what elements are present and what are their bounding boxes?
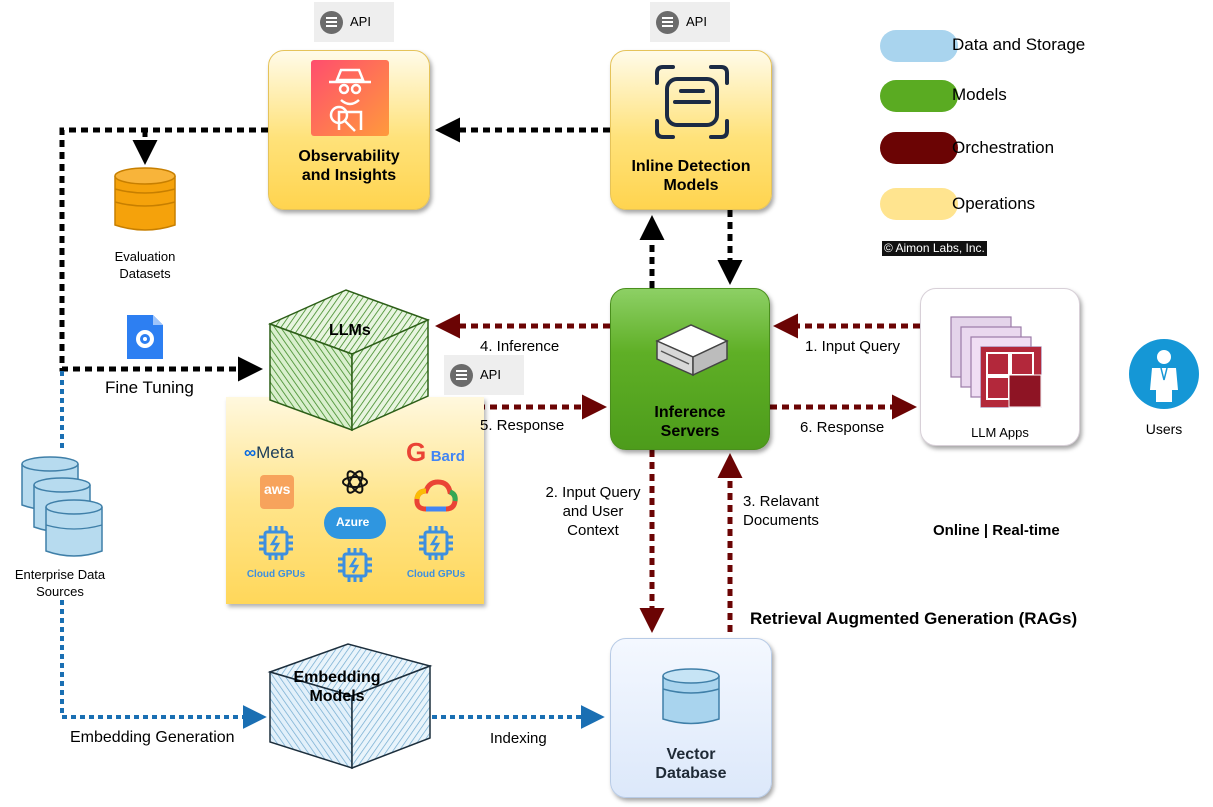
- users-label: Users: [1145, 421, 1183, 437]
- llm-providers-panel: ∞Meta aws G Bard Azure Cloud GPUs: [226, 397, 484, 604]
- observability-title: Observability and Insights: [298, 148, 400, 184]
- inline-detection-card[interactable]: Inline Detection Models: [610, 50, 772, 210]
- edge-label-indexing: Indexing: [490, 730, 547, 747]
- google-bard-logo: G Bard: [406, 437, 465, 467]
- api-icon: [450, 364, 473, 387]
- evaluation-datasets-label: Evaluation Datasets: [114, 249, 176, 281]
- cloud-gpus-label: Cloud GPUs: [406, 569, 466, 580]
- edge-label-input-query: 1. Input Query: [805, 338, 901, 355]
- inline-detection-title: Inline Detection Models: [631, 158, 751, 194]
- legend-label-models: Models: [952, 85, 1007, 104]
- cloud-gpus-label: Cloud GPUs: [246, 569, 306, 580]
- inference-servers-title: Inference Servers: [654, 404, 726, 440]
- api-icon: [320, 11, 343, 34]
- api-badge-observability: API: [314, 2, 394, 42]
- api-label: API: [480, 367, 501, 382]
- database-icon: [662, 668, 720, 725]
- enterprise-sources-label: Enterprise Data Sources: [14, 567, 106, 599]
- azure-cloud: Azure: [324, 507, 386, 539]
- rag-label: Retrieval Augmented Generation (RAGs): [750, 609, 1078, 628]
- legend-label-orchestration: Orchestration: [952, 138, 1055, 157]
- vector-database-title: Vector Database: [655, 746, 727, 782]
- google-g-icon: G: [406, 437, 427, 467]
- scan-icon: [655, 65, 729, 139]
- edge-label-response-6: 6. Response: [800, 419, 885, 436]
- llm-apps-card[interactable]: LLM Apps: [920, 288, 1080, 446]
- vector-database-card[interactable]: Vector Database: [610, 638, 772, 798]
- edge-label-embedding-generation: Embedding Generation: [70, 729, 235, 746]
- embedding-models-cube[interactable]: [264, 638, 436, 772]
- observability-icon: [311, 60, 389, 136]
- observability-card[interactable]: Observability and Insights: [268, 50, 430, 210]
- document-gear-icon: [127, 315, 163, 359]
- legend-swatch-operations: [880, 188, 958, 220]
- api-label: API: [686, 14, 707, 29]
- edge-label-inference: 4. Inference: [480, 338, 560, 355]
- copyright-label: © Aimon Labs, Inc.: [882, 241, 987, 256]
- legend-swatch-data-storage: [880, 30, 958, 62]
- api-badge-detection: API: [650, 2, 730, 42]
- gpu-chip-icon: [338, 548, 372, 582]
- llm-apps-title: LLM Apps: [971, 425, 1029, 440]
- legend-label-operations: Operations: [952, 194, 1036, 213]
- llms-cube[interactable]: [262, 284, 434, 434]
- gpu-chip-icon: [259, 526, 293, 560]
- legend-swatch-orchestration: [880, 132, 958, 164]
- edge-embedding-generation: [60, 600, 267, 729]
- api-label: API: [350, 14, 371, 29]
- fine-tuning-label: Fine Tuning: [105, 378, 194, 397]
- edge-label-relevant-docs: 3. Relavant Documents: [743, 493, 819, 529]
- app-stack-icon: [950, 316, 1042, 408]
- openai-icon: [342, 470, 368, 494]
- edge-label-response-5: 5. Response: [480, 417, 565, 434]
- legend-swatch-models: [880, 80, 958, 112]
- google-cloud-icon: [414, 479, 458, 512]
- api-badge-llms: API: [444, 355, 524, 395]
- inference-servers-card[interactable]: Inference Servers: [610, 288, 770, 450]
- user-icon[interactable]: [1128, 338, 1200, 410]
- enterprise-data-icon: [21, 456, 103, 557]
- evaluation-datasets-icon: [114, 167, 176, 231]
- online-realtime-label: Online | Real-time: [933, 522, 1060, 539]
- edge-observability-to-datasets: [59, 127, 268, 382]
- meta-infinity-icon: ∞: [244, 443, 257, 462]
- server-icon: [655, 324, 729, 377]
- meta-logo: ∞Meta: [244, 443, 294, 462]
- edge-label-input-context: 2. Input Query and User Context: [545, 484, 641, 539]
- api-icon: [656, 11, 679, 34]
- llms-title: LLMs: [329, 322, 371, 339]
- aws-logo: aws: [260, 475, 294, 509]
- gpu-chip-icon: [419, 526, 453, 560]
- legend-label-data-storage: Data and Storage: [952, 35, 1086, 54]
- embedding-models-title: Embedding Models: [293, 669, 381, 705]
